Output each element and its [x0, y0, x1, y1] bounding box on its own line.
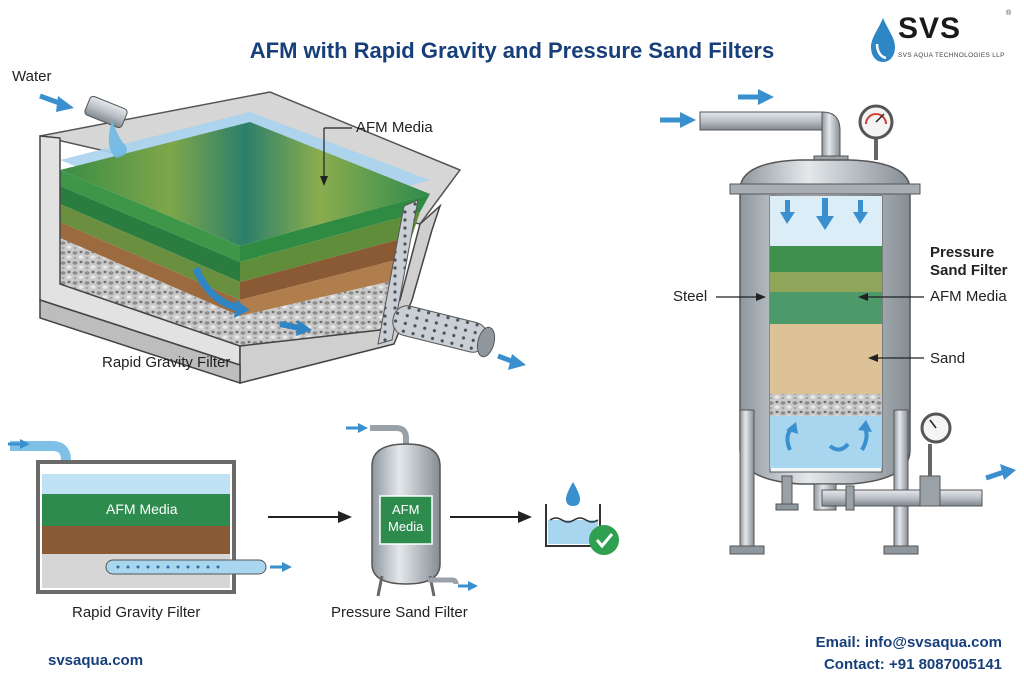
company-logo: SVS ® SVS AQUA TECHNOLOGIES LLP: [868, 10, 1016, 70]
water-drop-icon: [871, 18, 895, 62]
rapid-gravity-filter-caption: Rapid Gravity Filter: [102, 354, 231, 371]
page-title: AFM with Rapid Gravity and Pressure Sand…: [249, 38, 775, 63]
registered-mark: ®: [1006, 10, 1012, 17]
pressure-outlet-arrow: [985, 469, 1005, 481]
small-pressure-sand-filter: [346, 423, 478, 597]
pressure-afm-media-label: AFM Media: [930, 288, 1007, 305]
small-psf-media-line2: Media: [388, 519, 424, 534]
logo-name: SVS: [898, 12, 962, 45]
afm-media-label: AFM Media: [356, 119, 433, 136]
outlet-pipe: [392, 305, 496, 358]
pressure-gauge-icon: [858, 104, 894, 160]
small-rgf-media-label: AFM Media: [106, 501, 178, 517]
small-rgf-caption: Rapid Gravity Filter: [72, 604, 201, 621]
phone-contact[interactable]: Contact: +91 8087005141: [823, 656, 1002, 673]
steel-shell-label: Steel: [673, 288, 708, 305]
pressure-filter-heading-line1: Pressure: [930, 244, 995, 261]
check-icon: [589, 525, 619, 555]
small-psf-media-line1: AFM: [392, 502, 420, 517]
sand-layer-label: Sand: [930, 350, 966, 367]
email-contact[interactable]: Email: info@svsaqua.com: [815, 634, 1002, 651]
flow-arrow: [279, 321, 301, 331]
small-rapid-gravity-filter: [8, 439, 292, 594]
inlet-pipe: [84, 95, 128, 158]
logo-tagline: SVS AQUA TECHNOLOGIES LLP: [898, 52, 1005, 59]
pressure-filter-heading-line2: Sand Filter: [930, 262, 1008, 279]
website-link[interactable]: svsaqua.com: [48, 652, 144, 669]
water-inlet-label: Water: [12, 68, 52, 85]
clean-water-icon: [545, 482, 619, 555]
small-psf-caption: Pressure Sand Filter: [331, 604, 468, 621]
flow-arrow: [192, 266, 240, 312]
